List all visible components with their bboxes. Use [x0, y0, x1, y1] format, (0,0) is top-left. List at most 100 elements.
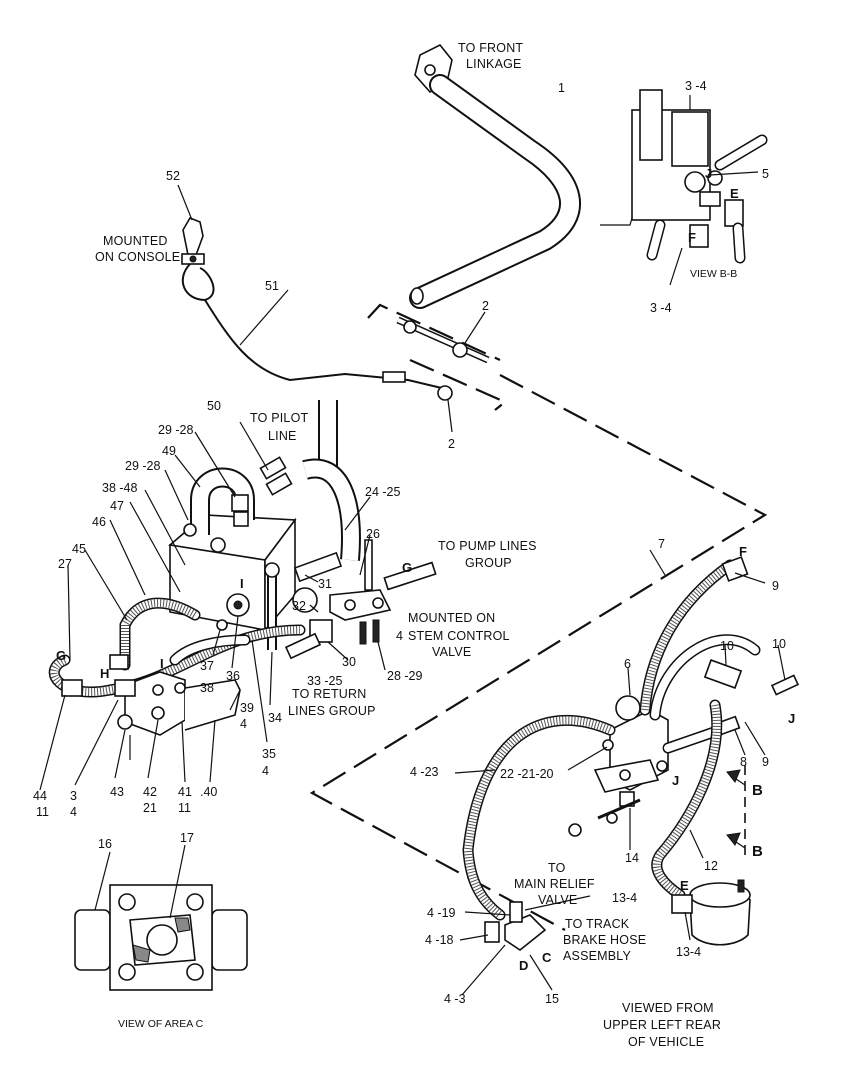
label-to-track-brake-1: TO TRACK [565, 917, 630, 931]
label-to-front-linkage-1: TO FRONT [458, 41, 523, 55]
label-mounted-console-1: MOUNTED [103, 234, 168, 248]
letter-f-view: F [688, 230, 696, 245]
letter-e-main: E [680, 878, 689, 893]
callout-28-29: 28 -29 [387, 669, 422, 683]
label-viewed-from-3: OF VEHICLE [628, 1035, 704, 1049]
label-to-main-relief-3: VALVE [538, 893, 577, 907]
callout-36: 36 [226, 669, 240, 683]
reference-letters: G G H I I F F E E J J J B B C D [56, 166, 795, 973]
letter-j-right: J [788, 711, 795, 726]
label-mounted-console-2: ON CONSOLE [95, 250, 180, 264]
callout-14: 14 [625, 851, 639, 865]
label-to-track-brake-2: BRAKE HOSE [563, 933, 646, 947]
callout-4-35: 4 [262, 764, 269, 778]
callout-43: 43 [110, 785, 124, 799]
callout-3-4-top: 3 -4 [685, 79, 707, 93]
callout-39: 39 [240, 701, 254, 715]
callout-4-18: 4 -18 [425, 933, 454, 947]
caption-labels: TO FRONT LINKAGE MOUNTED ON CONSOLE TO P… [95, 41, 737, 1049]
callout-10a: 10 [720, 639, 734, 653]
label-to-front-linkage-2: LINKAGE [466, 57, 522, 71]
label-viewed-from-2: UPPER LEFT REAR [603, 1018, 721, 1032]
callout-29-28b: 29 -28 [125, 459, 160, 473]
control-rod-1 [409, 43, 582, 309]
callout-3-4-bottom: 3 -4 [650, 301, 672, 315]
callout-24-25: 24 -25 [365, 485, 400, 499]
letter-g-pump: G [402, 560, 412, 575]
label-mounted-valve-2: STEM CONTROL [408, 629, 510, 643]
label-to-pilot-1: TO PILOT [250, 411, 308, 425]
callout-8: 8 [740, 755, 747, 769]
label-to-pump-1: TO PUMP LINES [438, 539, 537, 553]
callout-41: 41 [178, 785, 192, 799]
callout-10b: 10 [772, 637, 786, 651]
callout-32: 32 [292, 599, 306, 613]
callout-38: 38 [200, 681, 214, 695]
letter-j-block: J [672, 773, 679, 788]
callout-5: 5 [762, 167, 769, 181]
letter-e-view: E [730, 186, 739, 201]
brake-valve-assembly [454, 549, 800, 996]
callout-11b: 11 [178, 801, 191, 815]
callout-4-19: 4 -19 [427, 906, 456, 920]
callout-15: 15 [545, 992, 559, 1006]
callout-3: 3 [70, 789, 77, 803]
view-area-c-detail [74, 844, 248, 991]
callout-51: 51 [265, 279, 279, 293]
label-viewed-from-1: VIEWED FROM [622, 1001, 714, 1015]
callout-4a: 4 [70, 805, 77, 819]
callout-37: 37 [200, 659, 214, 673]
callout-46: 46 [92, 515, 106, 529]
letter-i-manifold: I [160, 656, 164, 671]
label-to-pilot-2: LINE [268, 429, 297, 443]
callout-49: 49 [162, 444, 176, 458]
part-number-callouts: 1 2 2 3 -4 3 -4 5 52 51 50 29 -28 49 29 … [33, 79, 786, 1006]
view-bb-detail [600, 89, 768, 286]
callout-1: 1 [558, 81, 565, 95]
callout-44: 44 [33, 789, 47, 803]
label-to-return-2: LINES GROUP [288, 704, 376, 718]
leader-lines [39, 421, 386, 791]
label-view-area-c: VIEW OF AREA C [118, 1018, 204, 1030]
callout-11a: 11 [36, 805, 49, 819]
callout-4-23: 4 -23 [410, 765, 439, 779]
label-to-track-brake-3: ASSEMBLY [563, 949, 632, 963]
letter-g-left: G [56, 648, 66, 663]
letter-b-bottom: B [752, 843, 763, 860]
letter-d: D [519, 958, 528, 973]
callout-31: 31 [318, 577, 332, 591]
letter-h: H [100, 666, 109, 681]
callout-9b: 9 [762, 755, 769, 769]
callout-30: 30 [342, 655, 356, 669]
callout-13-4b: 13-4 [676, 945, 701, 959]
callout-16: 16 [98, 837, 112, 851]
callout-22-21-20: 22 -21-20 [500, 767, 554, 781]
callout-26: 26 [366, 527, 380, 541]
callout-52: 52 [166, 169, 180, 183]
label-mounted-valve-1: MOUNTED ON [408, 611, 495, 625]
label-to-main-relief-2: MAIN RELIEF [514, 877, 595, 891]
callout-12: 12 [704, 859, 718, 873]
letter-c: C [542, 950, 552, 965]
callout-13-4a: 13-4 [612, 891, 637, 905]
letter-j-view: J [705, 166, 712, 181]
callout-35: 35 [262, 747, 276, 761]
console-switch-52 [177, 184, 451, 391]
callout-7: 7 [658, 537, 665, 551]
callout-34: 34 [268, 711, 282, 725]
label-view-bb: VIEW B-B [690, 268, 737, 280]
label-mounted-valve-3: VALVE [432, 645, 471, 659]
letter-b-top: B [752, 782, 763, 799]
callout-9a: 9 [772, 579, 779, 593]
dashed-connector-lines [309, 303, 768, 931]
callout-27: 27 [58, 557, 72, 571]
label-to-pump-2: GROUP [465, 556, 512, 570]
callout-17: 17 [180, 831, 194, 845]
label-to-return-1: TO RETURN [292, 687, 367, 701]
callout-4-stem: 4 [396, 629, 403, 643]
callout-42: 42 [143, 785, 157, 799]
clip-2 [396, 311, 490, 433]
callout-6: 6 [624, 657, 631, 671]
callout-38-48: 38 -48 [102, 481, 137, 495]
